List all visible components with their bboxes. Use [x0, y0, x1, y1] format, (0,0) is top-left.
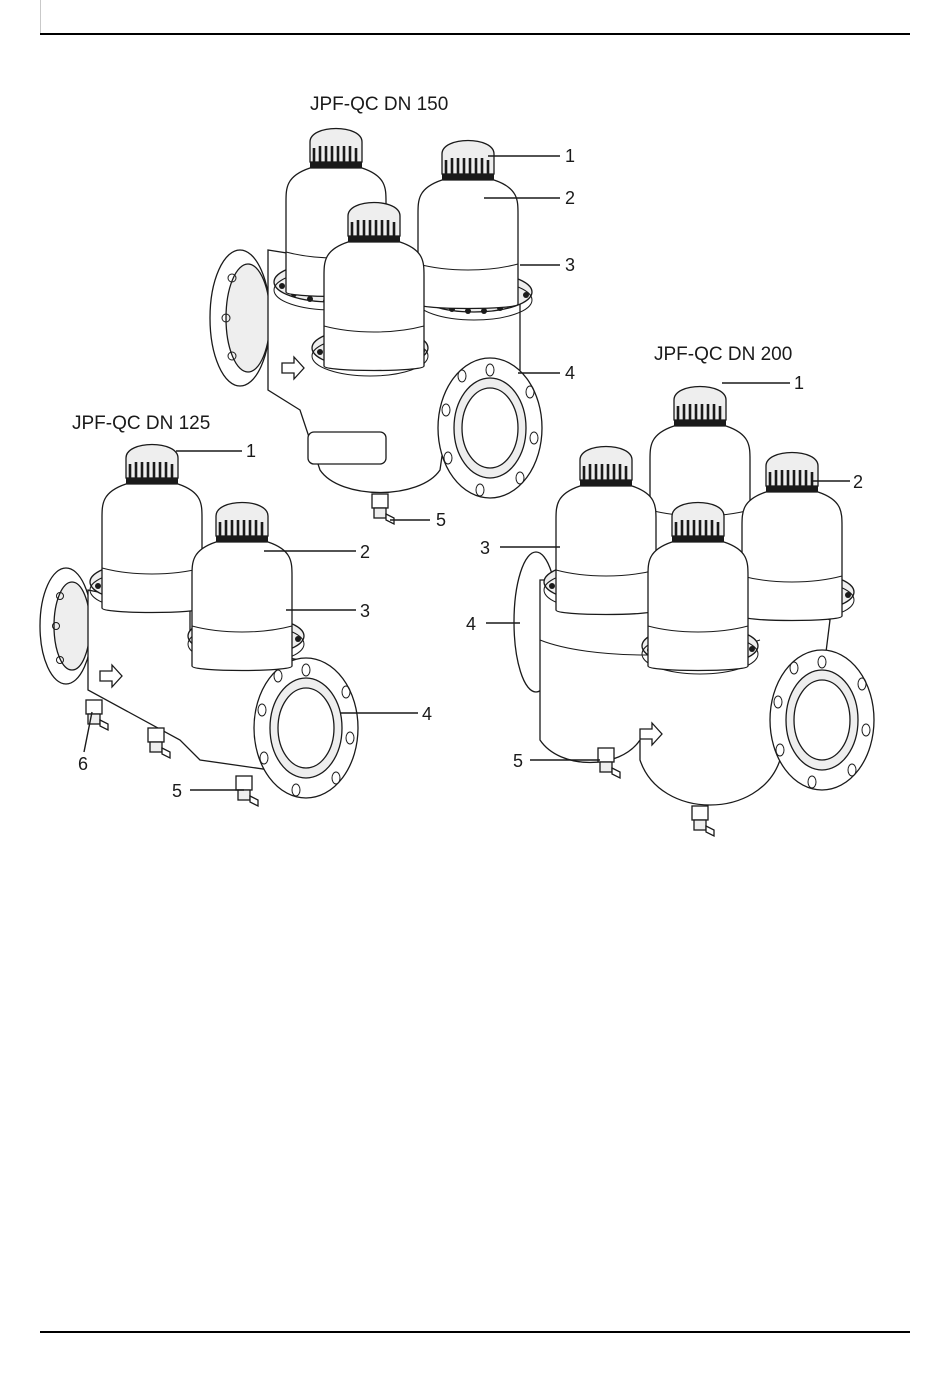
callout-dn200-2: 2	[853, 472, 863, 492]
title-dn200: JPF-QC DN 200	[654, 344, 792, 365]
callout-dn125-2: 2	[360, 542, 370, 562]
callout-dn125-3: 3	[360, 601, 370, 621]
callout-dn125-4: 4	[422, 704, 432, 724]
callout-dn150-2: 2	[565, 188, 575, 208]
callout-dn200-4: 4	[466, 614, 476, 634]
callout-dn125-5: 5	[172, 781, 182, 801]
callout-dn150-4: 4	[565, 363, 575, 383]
callout-dn125-1: 1	[246, 441, 256, 461]
callout-dn200-1: 1	[794, 373, 804, 393]
title-dn150: JPF-QC DN 150	[310, 94, 448, 115]
callout-dn200-3: 3	[480, 538, 490, 558]
callout-dn200-5: 5	[513, 751, 523, 771]
callout-dn125-6: 6	[78, 754, 88, 774]
callout-dn150-5: 5	[436, 510, 446, 530]
assembly-dn150: JPF-QC DN 150 1 2 3 4 5	[210, 94, 575, 530]
title-dn125: JPF-QC DN 125	[72, 413, 210, 434]
callout-dn150-3: 3	[565, 255, 575, 275]
callout-dn150-1: 1	[565, 146, 575, 166]
